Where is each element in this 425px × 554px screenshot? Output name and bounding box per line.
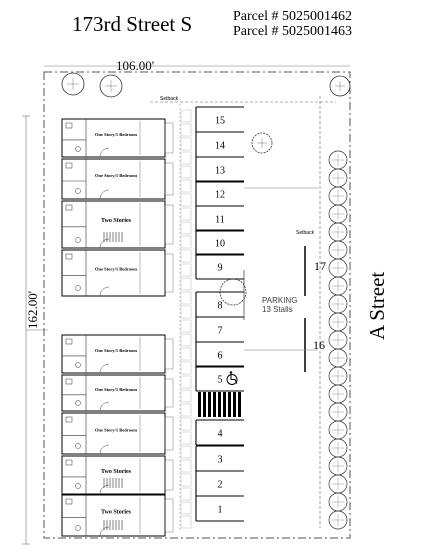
- parking-stall-10: 10: [195, 229, 244, 256]
- tree-icon: [328, 510, 348, 530]
- setback-label-east: Setback: [296, 230, 315, 236]
- parking-stall-6: 6: [195, 341, 244, 368]
- unit-label: One Story/1 Bedroom: [95, 348, 137, 353]
- wheelchair-icon: [226, 371, 238, 385]
- tree-icon: [328, 456, 348, 476]
- pedestrian-crosswalk: [198, 392, 241, 417]
- tree-icon: [328, 276, 348, 296]
- tree-icon: [328, 438, 348, 458]
- parking-stall-5: 5: [195, 365, 244, 392]
- svg-text:9: 9: [218, 263, 223, 274]
- svg-text:14: 14: [215, 141, 225, 152]
- tree-icon: [328, 312, 348, 332]
- tree-icon: [251, 132, 273, 154]
- parking-stall-16: 16: [304, 318, 325, 372]
- svg-text:16: 16: [313, 338, 325, 352]
- housing-unit: One Story/1 Bedroom: [61, 412, 174, 455]
- tree-icon: [328, 150, 348, 170]
- svg-text:17: 17: [314, 259, 326, 273]
- tree-icon: [328, 492, 348, 512]
- tree-icon: [328, 168, 348, 188]
- tree-icon: [328, 402, 348, 422]
- housing-unit: One Story/1 Bedroom: [61, 249, 174, 297]
- tree-icon: [328, 330, 348, 350]
- unit-label: One Story/1 Bedroom: [95, 132, 137, 137]
- parcel-number-2: Parcel # 5025001463: [233, 24, 352, 39]
- parking-stall-15: 15: [195, 106, 244, 133]
- tree-icon: [61, 72, 85, 96]
- housing-unit: One Story/1 Bedroom: [61, 334, 174, 374]
- svg-text:4: 4: [218, 429, 223, 440]
- unit-label: Two Stories: [101, 509, 132, 515]
- svg-text:5: 5: [218, 375, 223, 386]
- tree-icon: [328, 366, 348, 386]
- svg-text:2: 2: [218, 480, 223, 491]
- walkway: [179, 104, 192, 530]
- tree-icon: [328, 186, 348, 206]
- svg-text:12: 12: [215, 190, 225, 201]
- unit-label: One Story/1 Bedroom: [95, 387, 137, 392]
- parking-stall-1: 1: [195, 495, 244, 522]
- parking-stall-count: 13 Stalls: [262, 305, 293, 314]
- housing-unit: One Story/1 Bedroom: [61, 118, 174, 158]
- tree-icon: [328, 420, 348, 440]
- svg-text:6: 6: [218, 351, 223, 362]
- tree-icon: [328, 222, 348, 242]
- svg-text:11: 11: [215, 215, 225, 226]
- tree-icon: [99, 74, 123, 98]
- housing-unit: Two Stories: [61, 455, 174, 495]
- parking-stall-13: 13: [195, 156, 244, 183]
- unit-label: One Story/1 Bedroom: [95, 173, 137, 178]
- parking-stall-7: 7: [195, 316, 244, 343]
- unit-label: Two Stories: [101, 218, 132, 224]
- unit-label: One Story/1 Bedroom: [95, 267, 137, 272]
- svg-text:7: 7: [218, 326, 223, 337]
- tree-icon: [328, 474, 348, 494]
- housing-unit: Two Stories: [61, 200, 174, 249]
- unit-label: Two Stories: [101, 469, 132, 475]
- svg-text:1: 1: [218, 505, 223, 516]
- svg-text:8: 8: [218, 301, 223, 312]
- tree-icon: [328, 348, 348, 368]
- setback-label-north: Setback: [160, 96, 179, 102]
- parking-stall-3: 3: [195, 445, 244, 472]
- tree-icon: [328, 384, 348, 404]
- street-name-north: 173rd Street S: [72, 12, 193, 36]
- tree-icon: [328, 294, 348, 314]
- parking-stall-14: 14: [195, 131, 244, 158]
- tree-icon: [329, 75, 351, 97]
- svg-text:3: 3: [218, 455, 223, 466]
- tree-icon: [328, 258, 348, 278]
- unit-label: One Story/1 Bedroom: [95, 427, 137, 432]
- parcel-number-1: Parcel # 5025001462: [233, 9, 352, 24]
- housing-unit: One Story/1 Bedroom: [61, 158, 174, 200]
- lot-width-dimension: 106.00': [116, 58, 155, 73]
- tree-icon: [328, 204, 348, 224]
- parking-stall-12: 12: [195, 180, 244, 207]
- svg-text:13: 13: [215, 166, 225, 177]
- svg-text:15: 15: [215, 116, 225, 127]
- parking-stall-9: 9: [195, 253, 244, 280]
- parking-stall-11: 11: [195, 205, 244, 232]
- svg-text:10: 10: [215, 239, 225, 250]
- housing-unit: Two Stories: [61, 494, 174, 537]
- parking-title: PARKING: [262, 296, 297, 305]
- tree-icon: [328, 240, 348, 260]
- parking-stall-2: 2: [195, 470, 244, 497]
- parking-stall-17: 17: [304, 246, 326, 296]
- property-boundary: [43, 71, 351, 539]
- parking-stall-4: 4: [195, 419, 244, 446]
- housing-unit: One Story/1 Bedroom: [61, 374, 174, 412]
